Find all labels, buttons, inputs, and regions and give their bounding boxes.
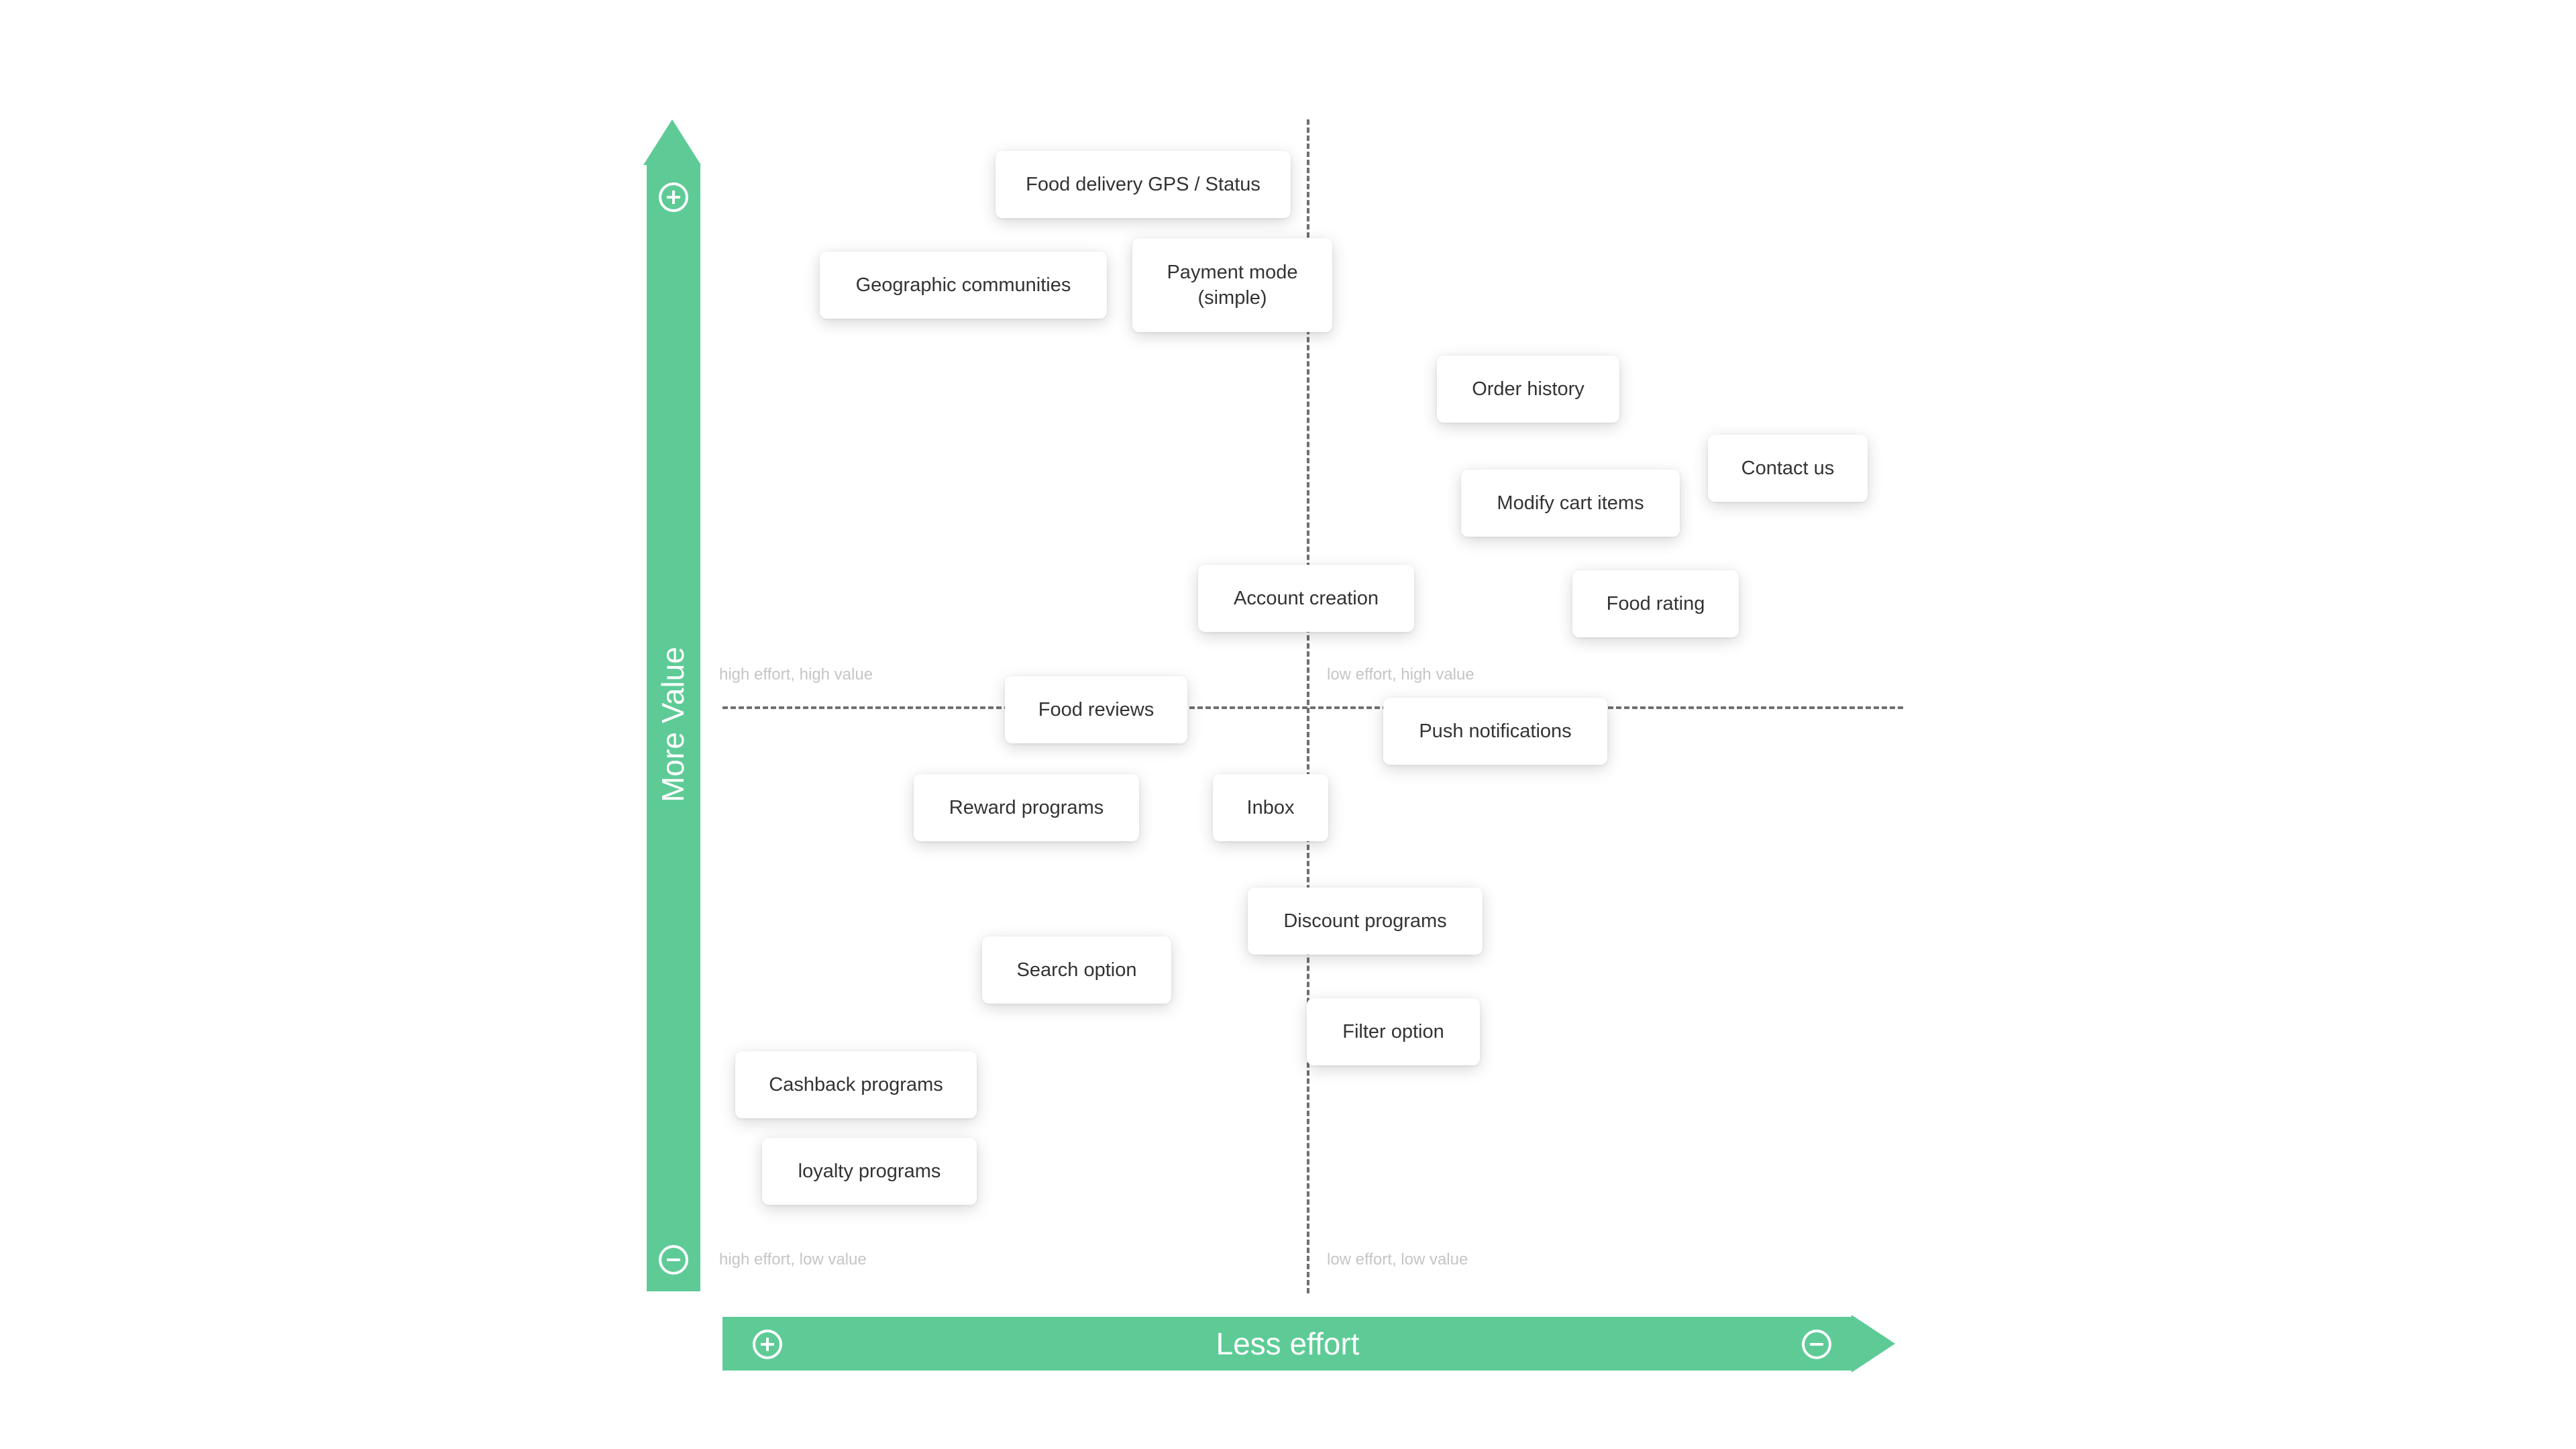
x-axis-label: Less effort bbox=[1216, 1326, 1360, 1361]
minus-circle-icon bbox=[1802, 1330, 1831, 1359]
note-reward-programs[interactable]: Reward programs bbox=[914, 774, 1139, 841]
note-cashback-programs[interactable]: Cashback programs bbox=[735, 1051, 977, 1118]
note-push-notifications[interactable]: Push notifications bbox=[1383, 698, 1607, 765]
y-axis-label: More Value bbox=[655, 647, 690, 802]
y-axis-arrowhead bbox=[643, 119, 701, 165]
note-order-history[interactable]: Order history bbox=[1437, 356, 1619, 423]
minus-circle-icon bbox=[659, 1245, 688, 1275]
note-discount-programs[interactable]: Discount programs bbox=[1248, 888, 1483, 955]
note-modify-cart-items[interactable]: Modify cart items bbox=[1461, 470, 1680, 537]
x-axis-arrow bbox=[722, 1317, 1853, 1371]
quadrant-label-top-right: low effort, high value bbox=[1327, 665, 1474, 684]
quadrant-label-bottom-left: high effort, low value bbox=[719, 1250, 867, 1269]
note-filter-option[interactable]: Filter option bbox=[1307, 998, 1480, 1065]
note-inbox[interactable]: Inbox bbox=[1213, 774, 1328, 841]
note-search-option[interactable]: Search option bbox=[982, 936, 1171, 1004]
quadrant-label-bottom-right: low effort, low value bbox=[1327, 1250, 1468, 1269]
plus-circle-icon bbox=[753, 1330, 782, 1359]
note-contact-us[interactable]: Contact us bbox=[1708, 435, 1868, 502]
note-food-rating[interactable]: Food rating bbox=[1572, 570, 1739, 637]
plus-circle-icon bbox=[659, 182, 688, 212]
quadrant-label-top-left: high effort, high value bbox=[719, 665, 873, 684]
note-loyalty-programs[interactable]: loyalty programs bbox=[762, 1138, 977, 1205]
x-axis-arrowhead bbox=[1851, 1315, 1895, 1373]
note-account-creation[interactable]: Account creation bbox=[1198, 565, 1414, 632]
note-geographic-communities[interactable]: Geographic communities bbox=[820, 252, 1107, 319]
horizontal-divider bbox=[722, 706, 1903, 709]
note-food-reviews[interactable]: Food reviews bbox=[1005, 676, 1187, 743]
y-axis-arrow bbox=[647, 164, 700, 1291]
note-food-delivery-gps[interactable]: Food delivery GPS / Status bbox=[996, 151, 1291, 218]
note-payment-mode[interactable]: Payment mode (simple) bbox=[1132, 238, 1332, 332]
